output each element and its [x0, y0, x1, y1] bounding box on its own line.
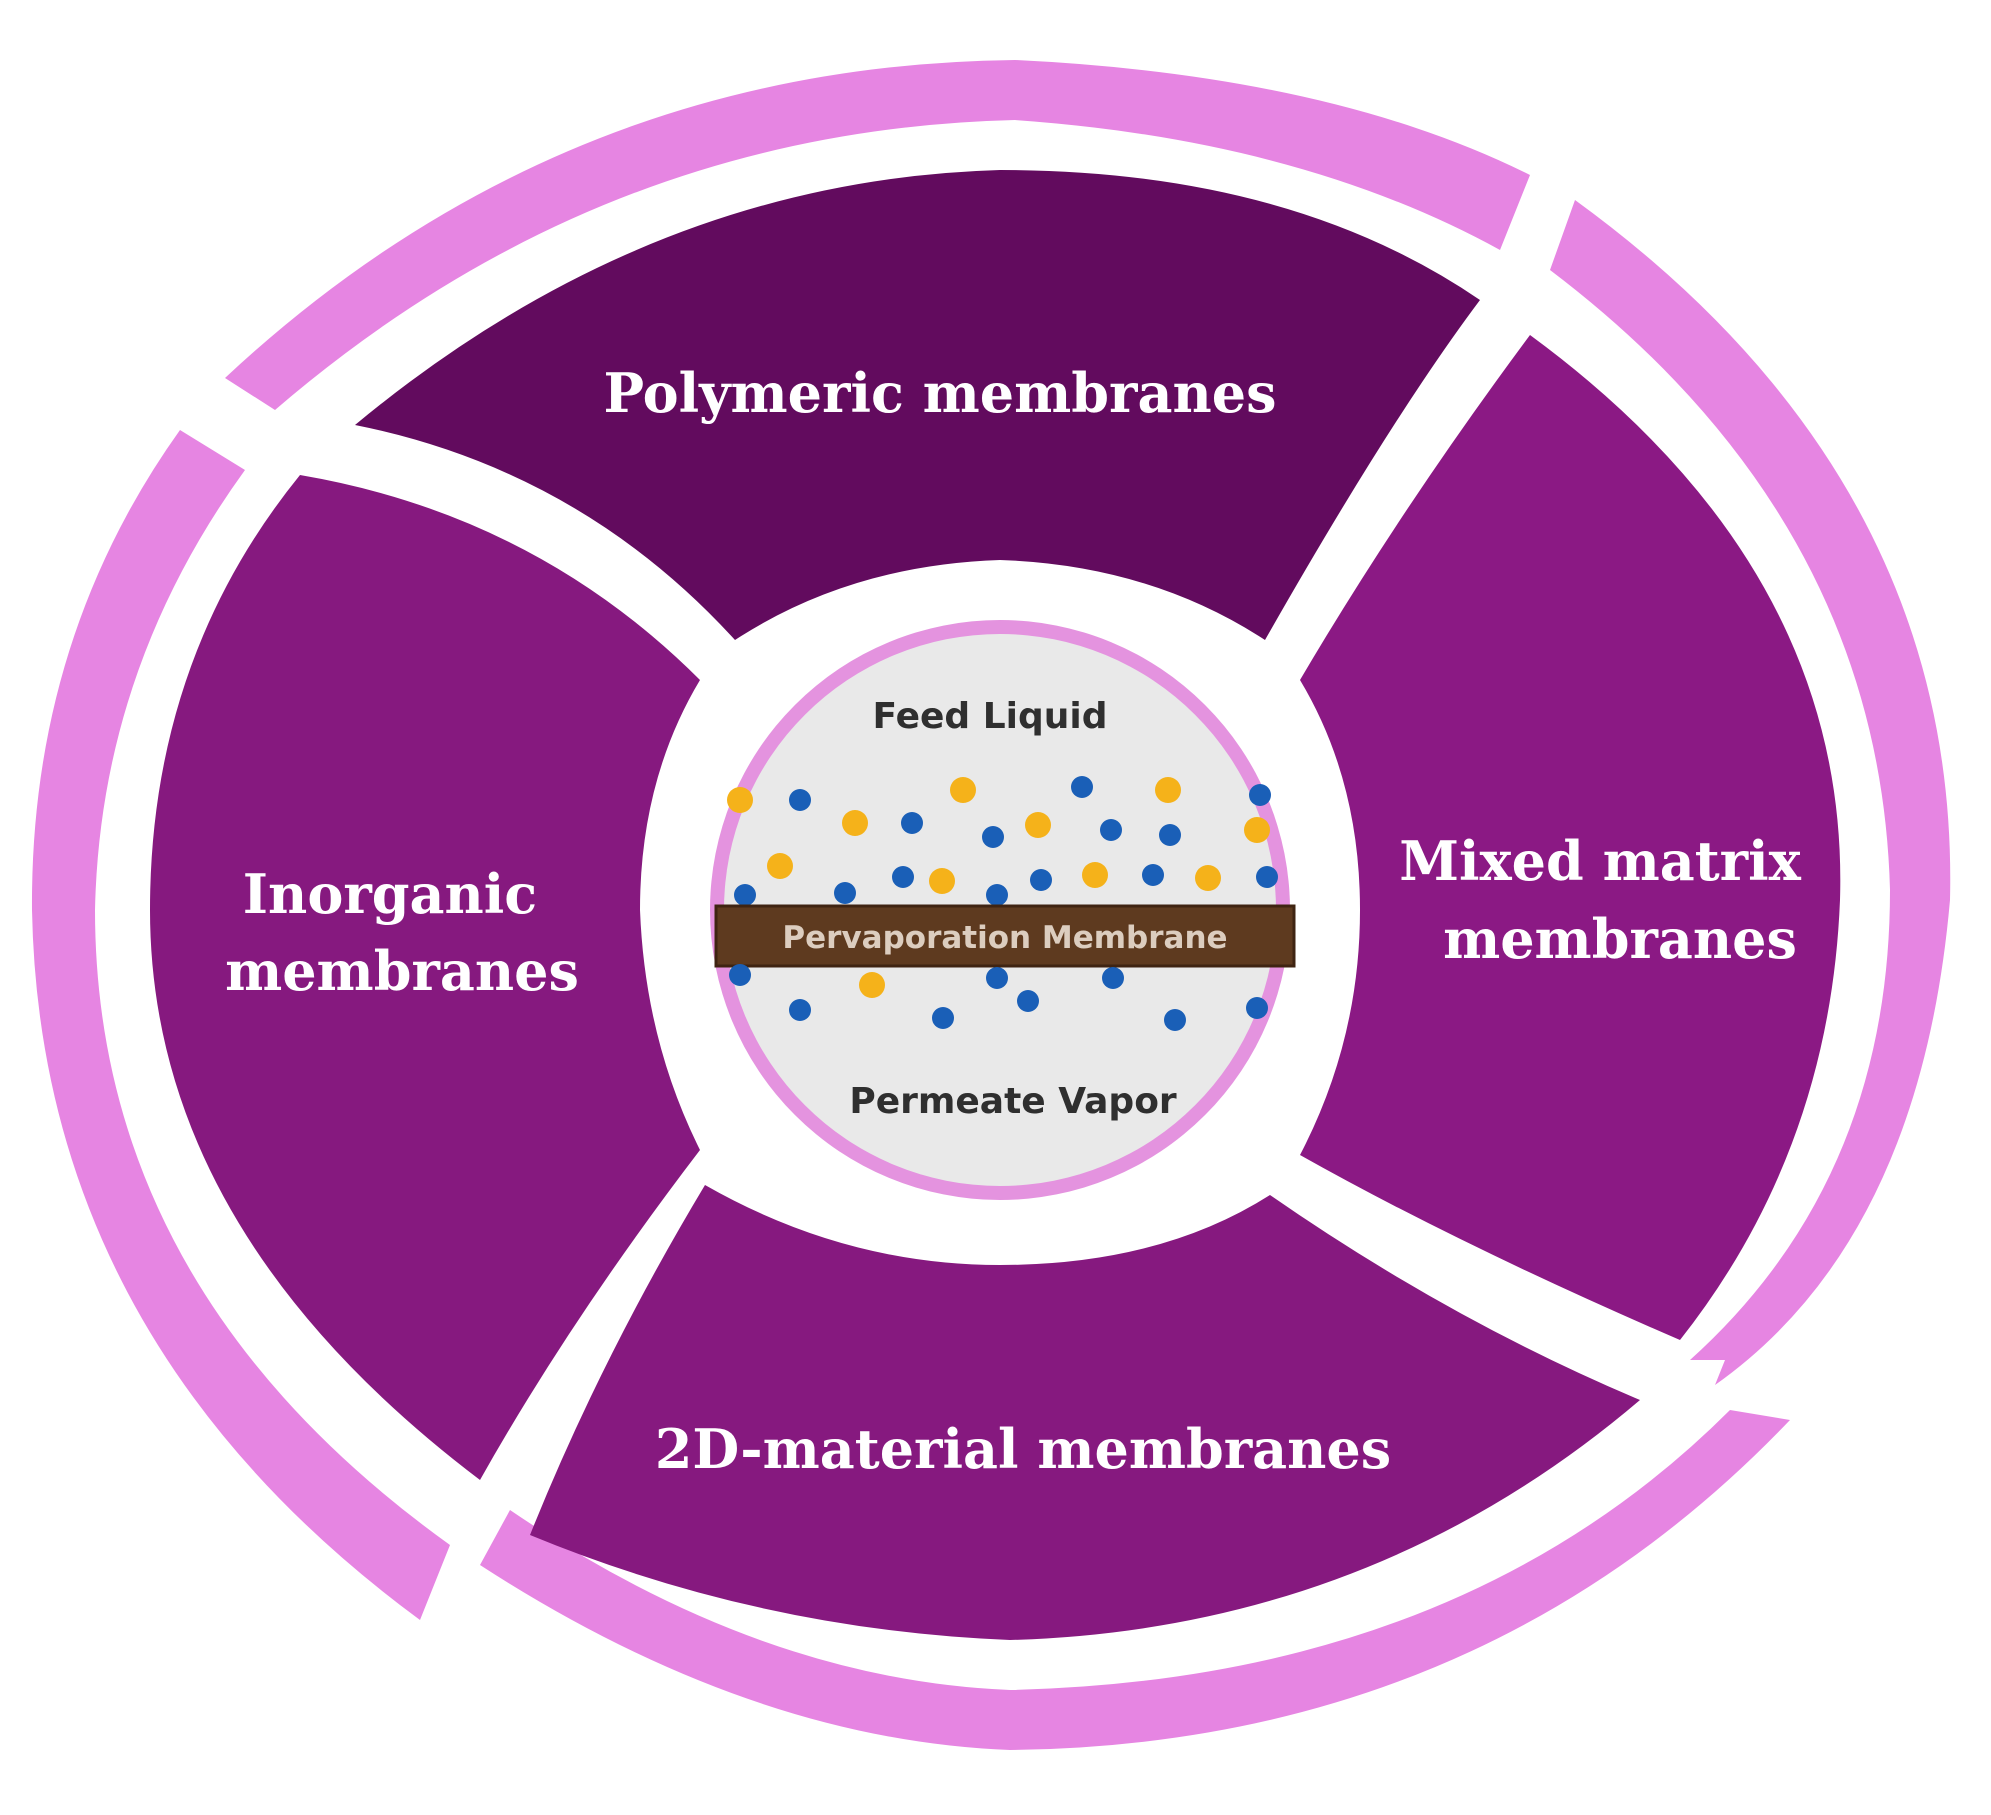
molecule-blue: [1164, 1009, 1186, 1031]
outer-ring-arc-left: [31, 430, 450, 1620]
label-mixed-matrix-line2: membranes: [1443, 907, 1797, 971]
molecule-blue: [1030, 869, 1052, 891]
molecule-yellow: [950, 777, 976, 803]
molecule-blue: [892, 866, 914, 888]
molecule-blue: [789, 999, 811, 1021]
molecule-blue: [1071, 776, 1093, 798]
molecule-blue: [1246, 997, 1268, 1019]
molecule-blue: [932, 1007, 954, 1029]
label-2d-material: 2D-material membranes: [655, 1417, 1391, 1481]
segment-polymeric: [355, 170, 1480, 640]
permeate-vapor-label: Permeate Vapor: [849, 1081, 1177, 1122]
molecule-yellow: [842, 810, 868, 836]
molecule-yellow: [1025, 812, 1051, 838]
molecule-blue: [982, 826, 1004, 848]
molecule-blue: [789, 789, 811, 811]
molecule-blue: [1102, 967, 1124, 989]
molecule-yellow: [767, 853, 793, 879]
molecule-yellow: [1155, 777, 1181, 803]
permeate-molecules: [729, 964, 1268, 1031]
center-circle: Pervaporation Membrane Feed Liquid Perme…: [695, 605, 1305, 1215]
membrane-label: Pervaporation Membrane: [782, 920, 1227, 956]
molecule-blue: [1100, 819, 1122, 841]
molecule-yellow: [1195, 865, 1221, 891]
molecule-yellow: [727, 787, 753, 813]
label-polymeric: Polymeric membranes: [603, 361, 1276, 425]
molecule-blue: [986, 967, 1008, 989]
segment-mixed-matrix: [1300, 335, 1841, 1340]
molecule-blue: [834, 882, 856, 904]
molecule-blue: [1256, 866, 1278, 888]
segment-2d-material: [530, 1185, 1640, 1640]
feed-liquid-label: Feed Liquid: [872, 696, 1107, 737]
molecule-yellow: [1244, 817, 1270, 843]
molecule-blue: [986, 884, 1008, 906]
outer-ring-arc-bottom: [480, 1410, 1790, 1750]
feed-molecules: [727, 776, 1278, 906]
label-inorganic-line2: membranes: [225, 939, 579, 1003]
molecule-blue: [734, 884, 756, 906]
molecule-blue: [1159, 824, 1181, 846]
outer-ring: [31, 60, 1951, 1750]
molecule-blue: [729, 964, 751, 986]
label-inorganic-line1: Inorganic: [243, 862, 537, 926]
outer-ring-arc-top: [225, 60, 1530, 410]
outer-ring-arc-right: [1550, 200, 1951, 1385]
molecule-yellow: [859, 972, 885, 998]
molecule-yellow: [929, 868, 955, 894]
molecule-blue: [1017, 990, 1039, 1012]
membrane-bar-texture: [714, 904, 1296, 968]
molecule-yellow: [1082, 862, 1108, 888]
label-mixed-matrix-line1: Mixed matrix: [1399, 829, 1801, 893]
molecule-blue: [1142, 864, 1164, 886]
segment-inorganic: [150, 475, 700, 1480]
membrane-bar: [716, 906, 1294, 966]
molecule-blue: [901, 812, 923, 834]
segments: [150, 170, 1841, 1640]
molecule-blue: [1249, 784, 1271, 806]
